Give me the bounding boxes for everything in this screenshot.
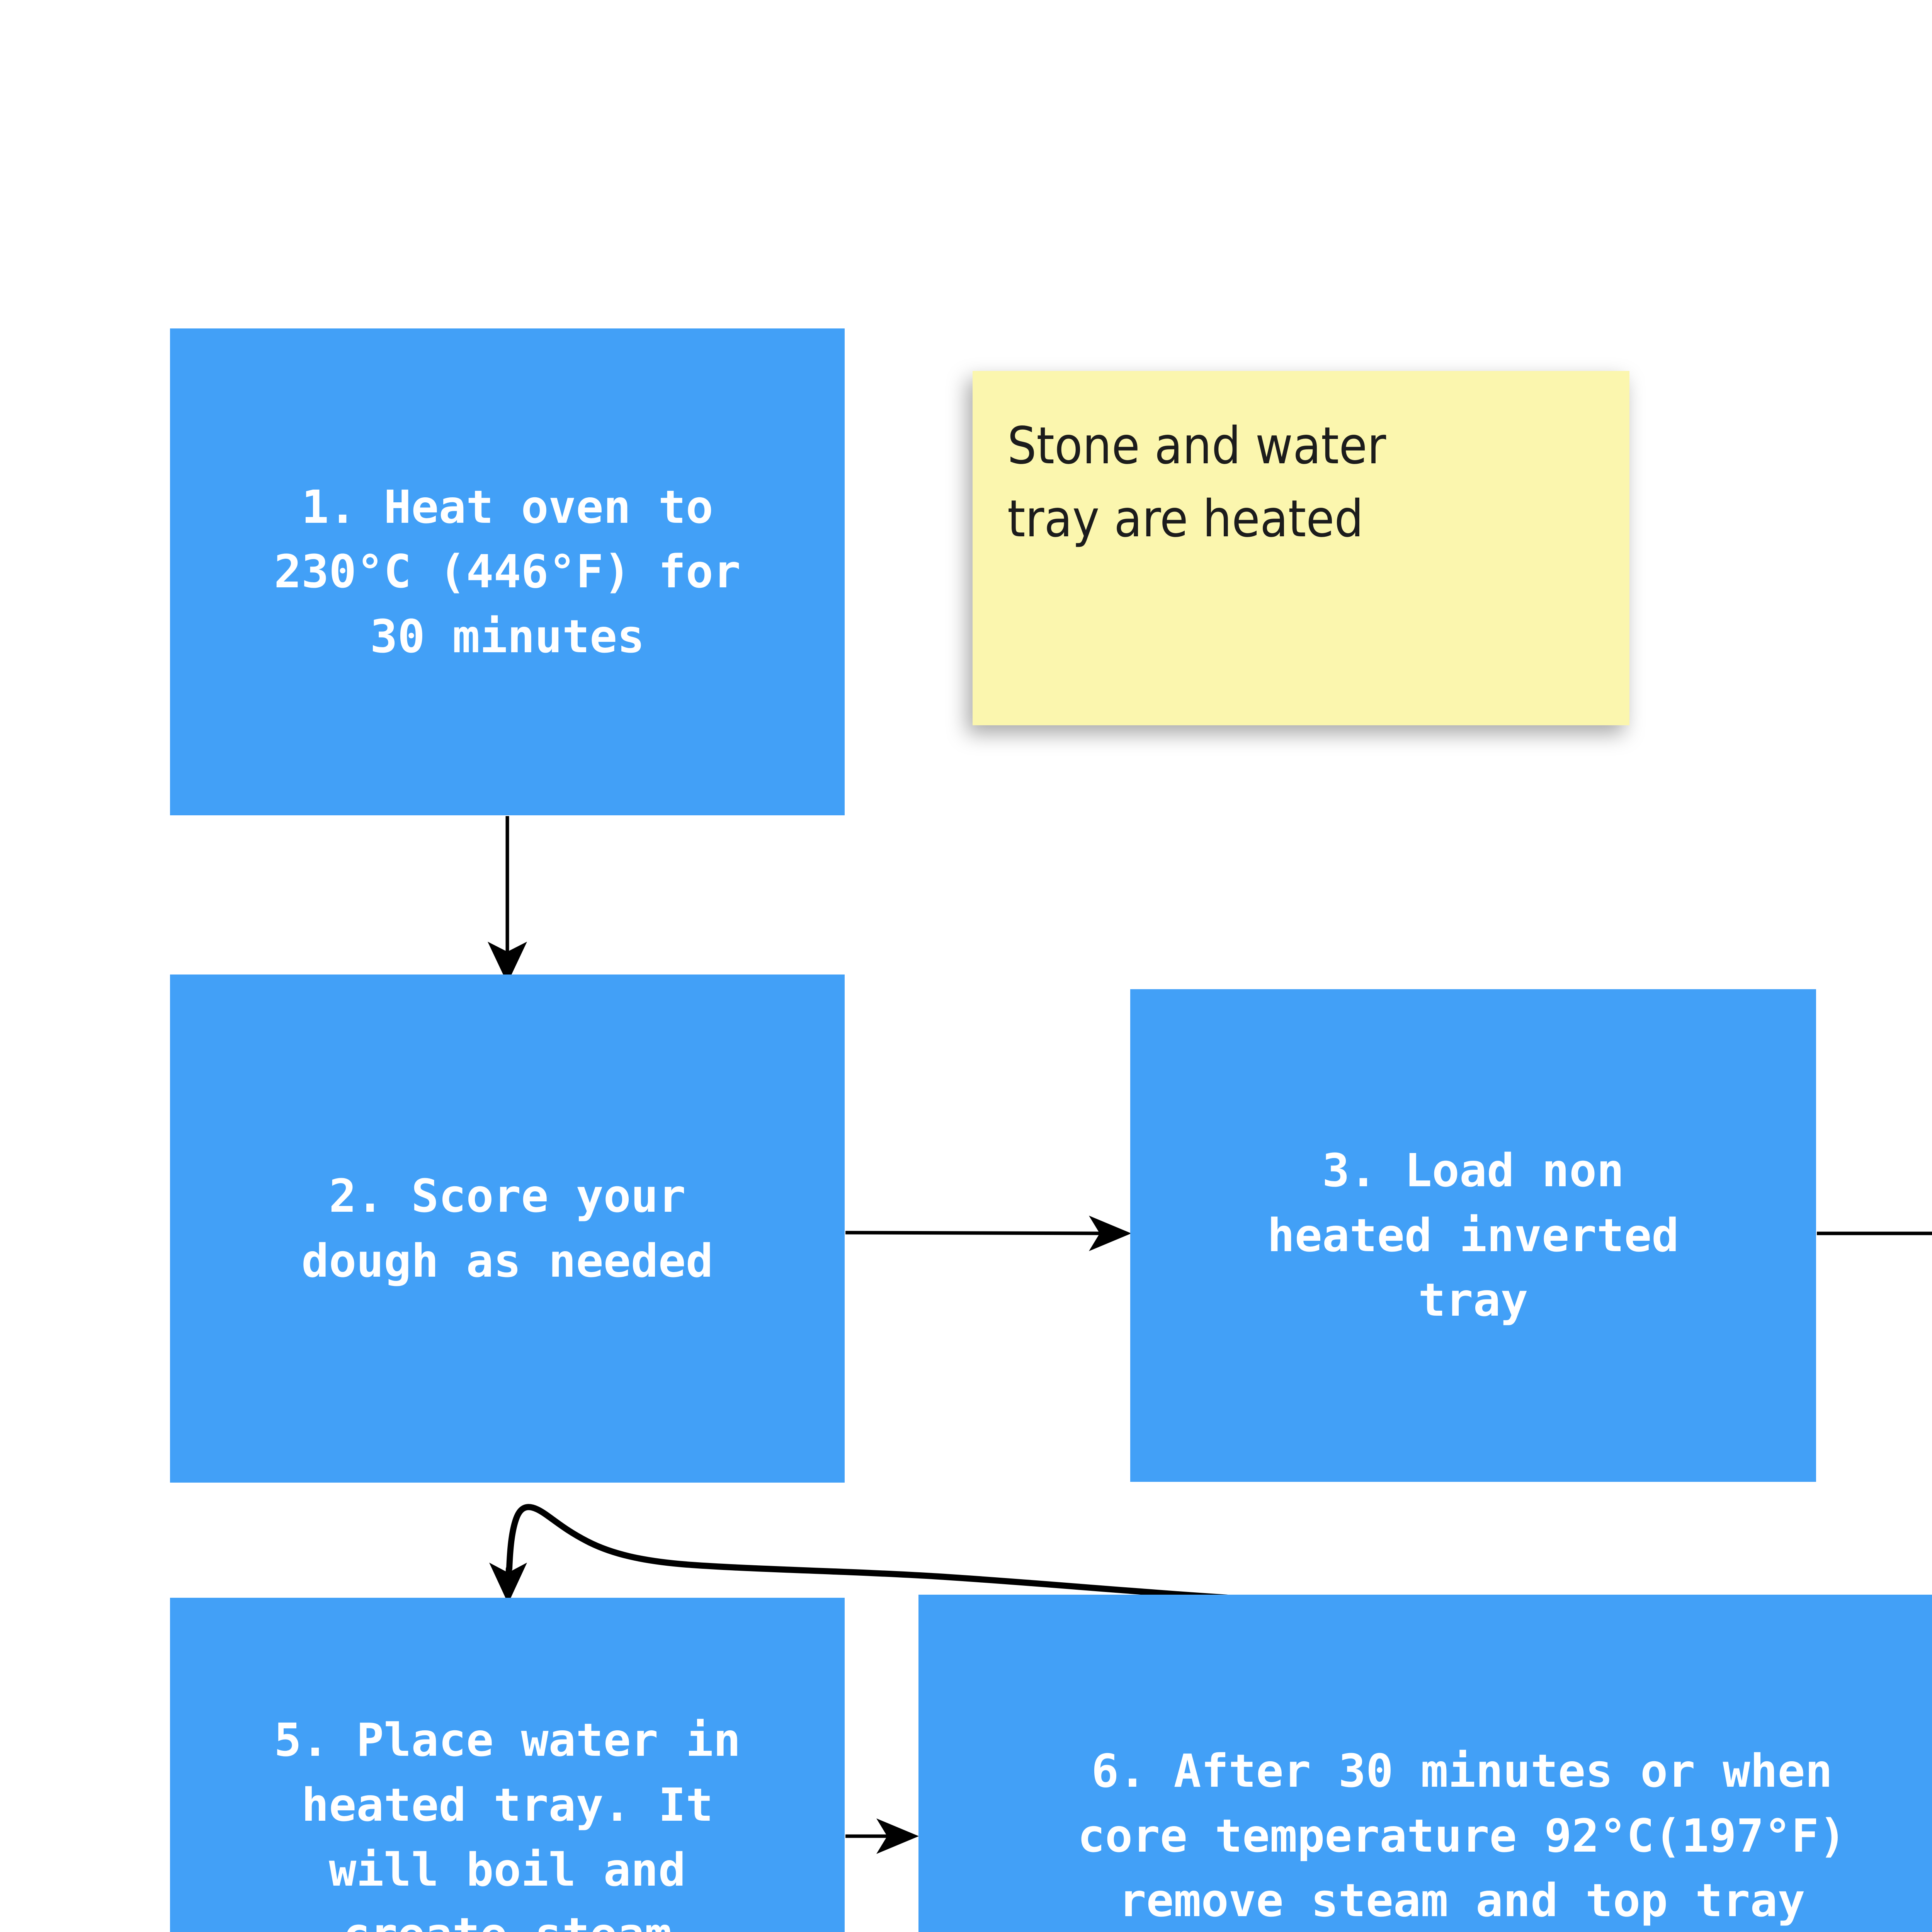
edge-5-to-6: [845, 1818, 919, 1854]
process-node-3[interactable]: 3. Load non heated inverted tray: [1130, 989, 1816, 1482]
edge-3-to-4: [1817, 1231, 1932, 1235]
process-node-5[interactable]: 5. Place water in heated tray. It will b…: [170, 1598, 845, 1932]
process-node-1[interactable]: 1. Heat oven to 230°C (446°F) for 30 min…: [170, 328, 845, 815]
sticky-note[interactable]: Stone and water tray are heated: [973, 371, 1629, 725]
process-node-2[interactable]: 2. Score your dough as needed: [170, 975, 845, 1483]
process-node-6[interactable]: 6. After 30 minutes or when core tempera…: [918, 1595, 1932, 1932]
edge-2-to-3: [845, 1216, 1131, 1251]
edge-1-to-2: [488, 816, 527, 983]
